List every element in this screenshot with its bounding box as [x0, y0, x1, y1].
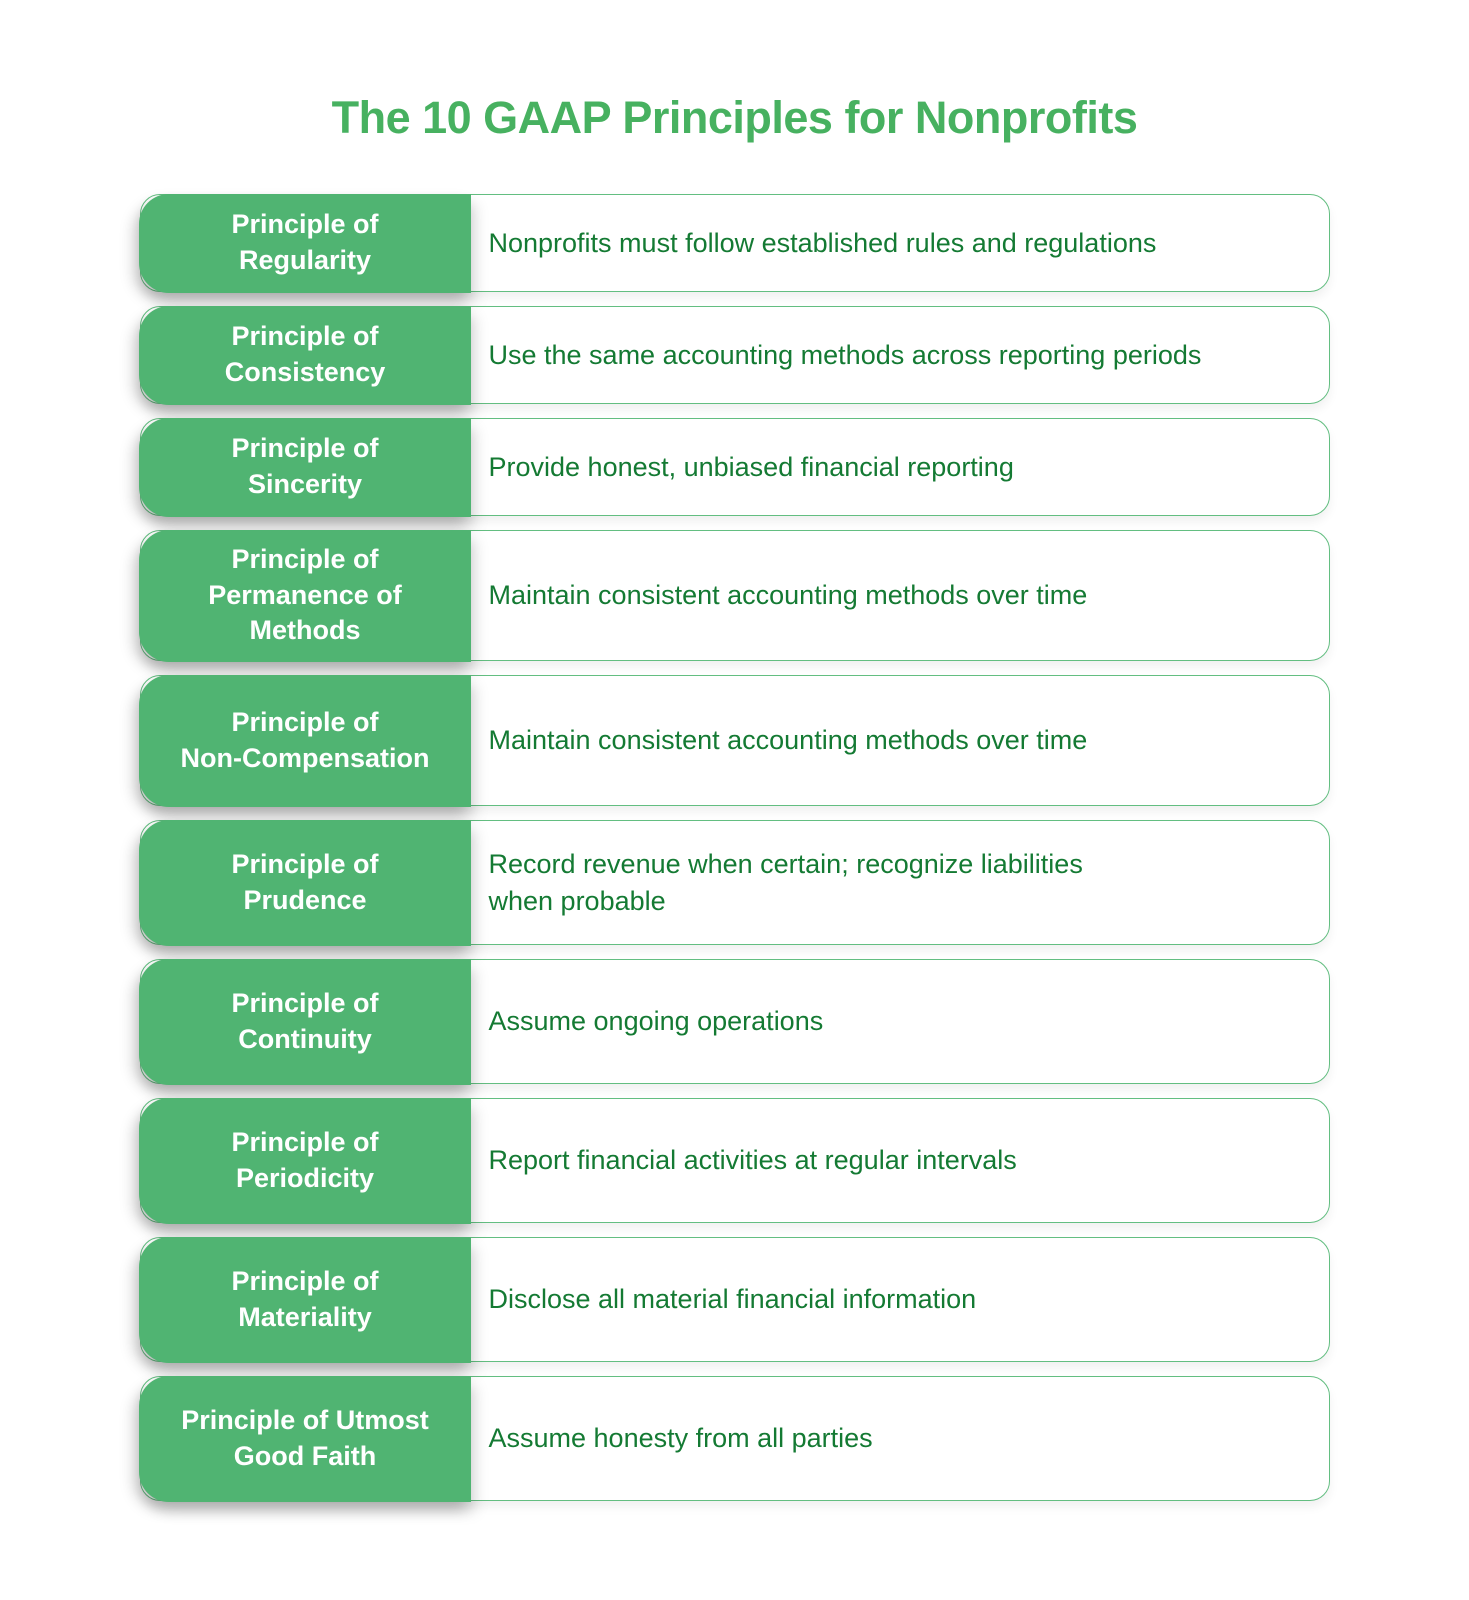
principle-description: Disclose all material financial informat… — [488, 1284, 977, 1315]
principle-row-utmost-good-faith: Principle of Utmost Good Faith Assume ho… — [139, 1375, 1330, 1502]
principle-row-non-compensation: Principle of Non-Compensation Maintain c… — [139, 674, 1330, 807]
principle-description: Maintain consistent accounting methods o… — [488, 580, 1088, 611]
principle-row-materiality: Principle of Materiality Disclose all ma… — [139, 1236, 1330, 1363]
principle-label: Principle of Sincerity — [139, 417, 471, 517]
principle-description: Nonprofits must follow established rules… — [488, 227, 1157, 258]
principle-label: Principle of Prudence — [139, 819, 471, 946]
principle-row-regularity: Principle of Regularity Nonprofits must … — [139, 193, 1330, 293]
principle-row-consistency: Principle of Consistency Use the same ac… — [139, 305, 1330, 405]
page-title: The 10 GAAP Principles for Nonprofits — [331, 92, 1138, 143]
principle-row-sincerity: Principle of Sincerity Provide honest, u… — [139, 417, 1330, 517]
principle-description: Use the same accounting methods across r… — [488, 339, 1202, 370]
principle-description: Maintain consistent accounting methods o… — [488, 725, 1088, 756]
infographic-page: The 10 GAAP Principles for Nonprofits Pr… — [139, 92, 1330, 1502]
principle-row-periodicity: Principle of Periodicity Report financia… — [139, 1097, 1330, 1224]
principle-description: Provide honest, unbiased financial repor… — [488, 451, 1014, 482]
principle-row-prudence: Principle of Prudence Record revenue whe… — [139, 819, 1330, 946]
principle-description: Report financial activities at regular i… — [488, 1145, 1017, 1176]
principle-description: Record revenue when certain; recognize l… — [488, 849, 1083, 916]
principle-label: Principle of Consistency — [139, 305, 471, 405]
principle-description: Assume ongoing operations — [488, 1006, 824, 1037]
principle-label: Principle of Periodicity — [139, 1097, 471, 1224]
principle-label: Principle of Non-Compensation — [139, 674, 471, 807]
principle-description: Assume honesty from all parties — [488, 1423, 873, 1454]
principles-list: Principle of Regularity Nonprofits must … — [139, 193, 1330, 1502]
principle-row-permanence-of-methods: Principle of Permanence of Methods Maint… — [139, 529, 1330, 662]
principle-label: Principle of Materiality — [139, 1236, 471, 1363]
principle-label: Principle of Permanence of Methods — [139, 529, 471, 662]
principle-label: Principle of Continuity — [139, 958, 471, 1085]
principle-row-continuity: Principle of Continuity Assume ongoing o… — [139, 958, 1330, 1085]
principle-label: Principle of Regularity — [139, 193, 471, 293]
principle-label: Principle of Utmost Good Faith — [139, 1375, 471, 1502]
